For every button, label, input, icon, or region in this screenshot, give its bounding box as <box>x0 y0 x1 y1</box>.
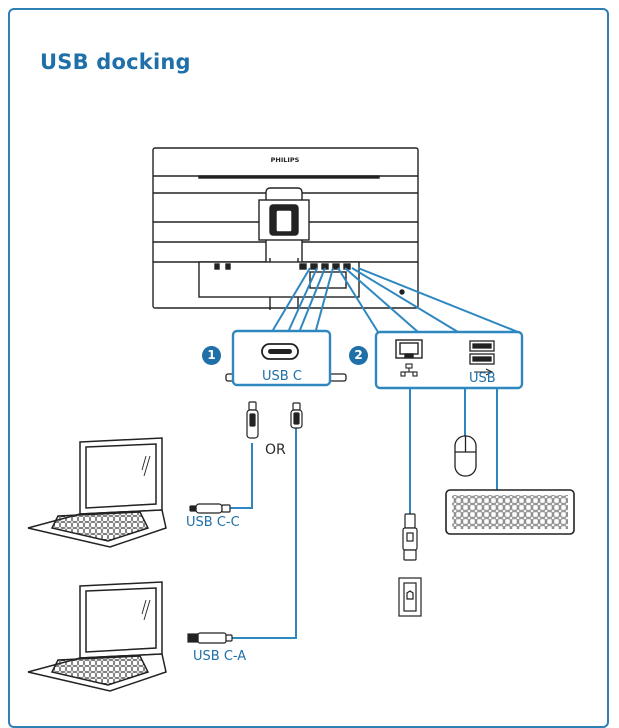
usb-c-a-label: USB C-A <box>193 649 247 664</box>
callout-badge-2: 2 <box>349 346 368 365</box>
monitor-rear <box>152 147 419 310</box>
mouse-icon <box>454 435 477 477</box>
ethernet-port-icon <box>395 339 423 359</box>
laptop-icon <box>27 581 167 692</box>
usb-c-port-detail <box>225 329 347 387</box>
lan-usb-port-detail <box>374 330 524 390</box>
laptop-icon <box>27 437 167 548</box>
docking-diagram: PHILIPS <box>27 147 575 692</box>
page-title: USB docking <box>40 50 191 74</box>
usb-a-plug-icon <box>187 632 233 644</box>
usb-c-plug-icon <box>290 402 303 429</box>
usb-c-plug-icon <box>189 503 231 514</box>
callout-badge-1: 1 <box>202 346 221 365</box>
rj45-plug-icon <box>402 513 418 561</box>
monitor-brand: PHILIPS <box>271 156 300 164</box>
or-label: OR <box>265 442 286 458</box>
cables <box>228 388 498 639</box>
usb-symbol-icon <box>474 368 494 376</box>
callout-leaders <box>272 267 519 333</box>
usb-c-plug-icon <box>246 401 259 439</box>
usb-a-port-icon <box>469 340 495 365</box>
usb-c-port-label: USB C <box>262 369 302 384</box>
keyboard-icon <box>445 489 575 535</box>
usb-c-c-label: USB C-C <box>186 515 240 530</box>
wall-socket-icon <box>398 577 422 617</box>
usb-port-label: USB <box>469 371 496 386</box>
usb-c-port-icon <box>261 343 299 360</box>
network-icon <box>400 363 418 377</box>
